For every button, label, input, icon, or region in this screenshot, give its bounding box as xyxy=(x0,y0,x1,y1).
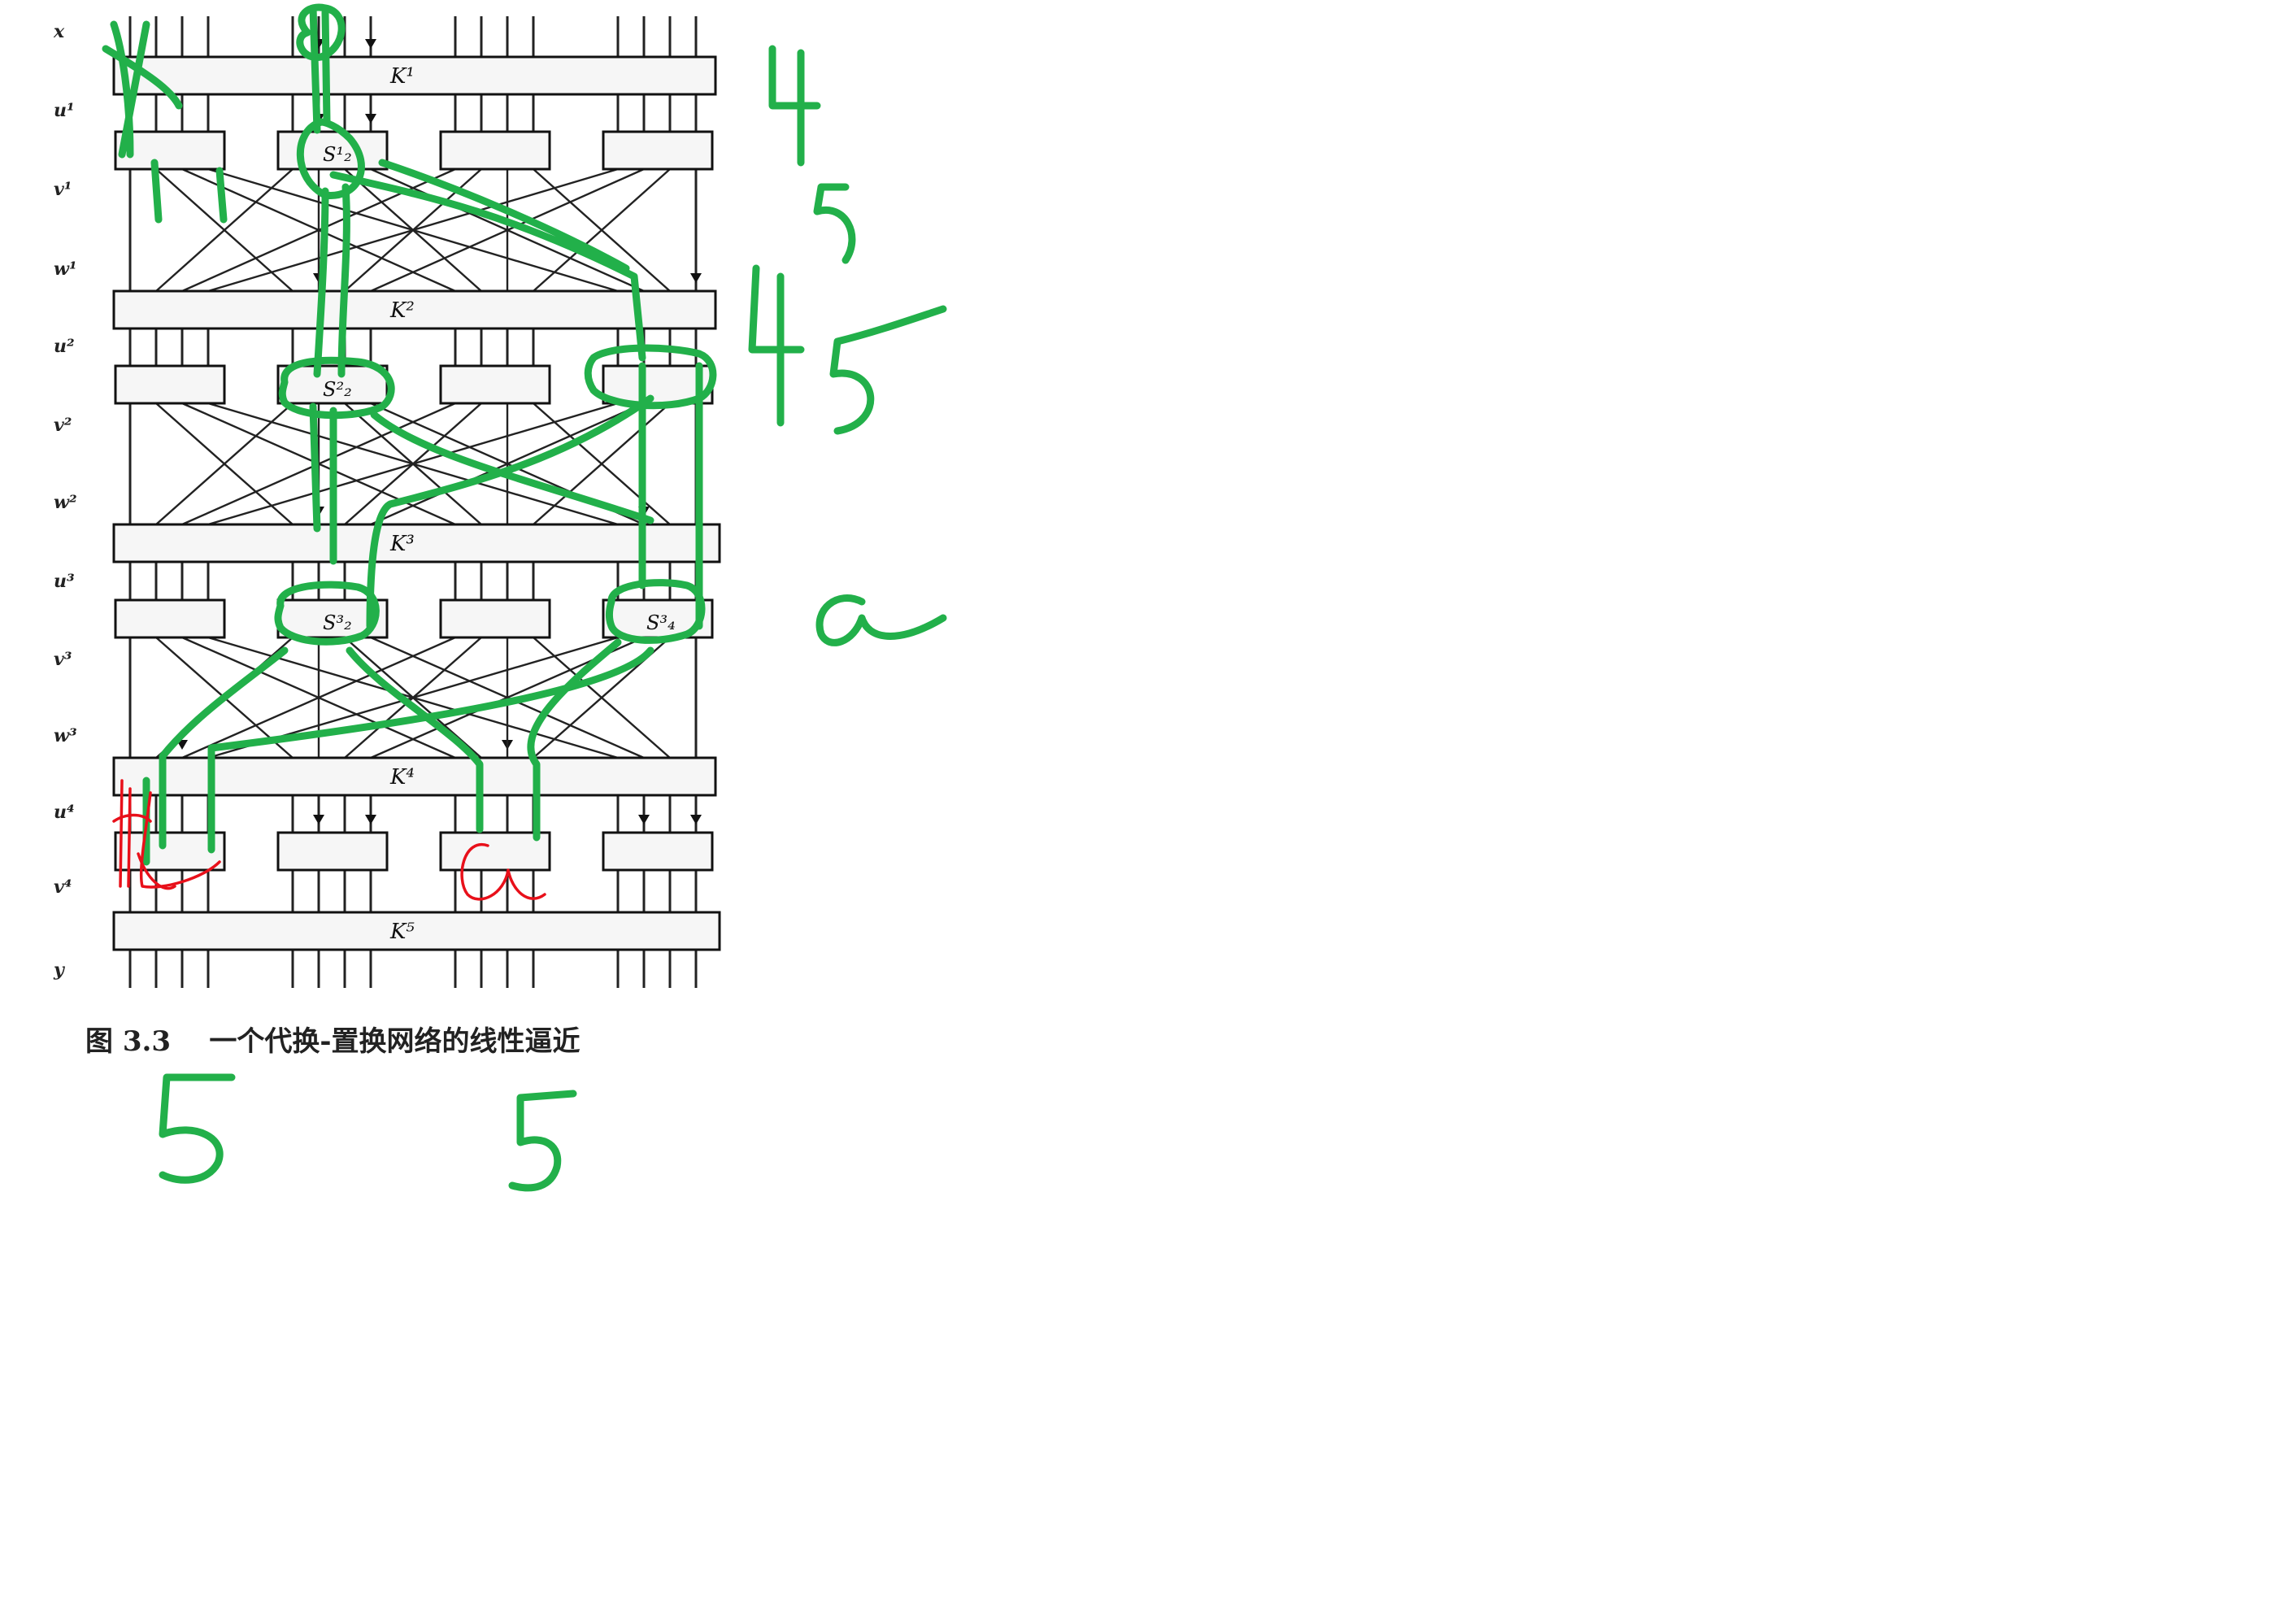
green-trail-annotations xyxy=(106,7,943,1188)
key-label-3: K³ xyxy=(389,532,415,556)
sbox-1-3 xyxy=(441,132,550,169)
sbox-4-2 xyxy=(278,833,387,870)
green-digit-5-top xyxy=(817,187,852,260)
arrow-5-2 xyxy=(638,815,650,824)
row-label-y: y xyxy=(53,959,66,981)
key-box-4 xyxy=(114,758,715,795)
sbox-2-3 xyxy=(441,366,550,403)
figure-caption: 图 3.3 一个代换-置换网络的线性逼近 xyxy=(85,1025,580,1058)
green-trail-round3 xyxy=(146,642,650,862)
green-digit-4-top xyxy=(772,49,817,163)
row-label-u4: u⁴ xyxy=(54,802,75,823)
green-digit-5-bottom-left xyxy=(163,1077,232,1180)
key-label-2: K² xyxy=(389,298,415,323)
sbox-3-1 xyxy=(115,600,224,637)
arrow-2-1 xyxy=(690,273,702,283)
green-digit-5-bottom-mid xyxy=(512,1094,573,1188)
row-label-w1: w¹ xyxy=(54,259,77,280)
row-label-v1: v¹ xyxy=(54,179,72,200)
sbox-label-s22: S²₂ xyxy=(323,378,352,401)
key-box-3 xyxy=(114,524,720,562)
sbox-label-s32: S³₂ xyxy=(323,611,352,634)
green-letter-a xyxy=(820,598,943,643)
row-label-w2: w² xyxy=(54,492,77,513)
row-labels: x u¹ v¹ w¹ u² v² w² u³ v³ w³ u⁴ v⁴ y xyxy=(53,21,77,981)
arrow-0-1 xyxy=(365,39,376,49)
arrow-5-1 xyxy=(365,815,376,824)
key-label-1: K¹ xyxy=(389,64,415,89)
sbox-label-s12: S¹₂ xyxy=(323,143,352,166)
key-box-2 xyxy=(114,291,715,328)
sbox-2-1 xyxy=(115,366,224,403)
row-label-x: x xyxy=(53,21,65,42)
key-box-1 xyxy=(114,57,715,94)
row-label-w3: w³ xyxy=(54,725,77,746)
arrow-5-3 xyxy=(690,815,702,824)
green-trail-round1-left xyxy=(106,24,224,220)
green-digits-45 xyxy=(752,268,943,431)
row-label-u3: u³ xyxy=(54,571,75,592)
sbox-1-4 xyxy=(603,132,712,169)
key-label-5: K⁵ xyxy=(389,920,415,944)
sbox-4-4 xyxy=(603,833,712,870)
key-box-5 xyxy=(114,912,720,950)
arrow-1-1 xyxy=(365,114,376,124)
row-label-u2: u² xyxy=(54,336,75,357)
row-label-v3: v³ xyxy=(54,649,72,670)
row-label-u1: u¹ xyxy=(54,100,75,121)
arrow-5-0 xyxy=(313,815,324,824)
row-label-v4: v⁴ xyxy=(54,877,72,898)
sbox-3-3 xyxy=(441,600,550,637)
key-label-4: K⁴ xyxy=(389,765,415,790)
row-label-v2: v² xyxy=(54,415,72,436)
sbox-label-s34: S³₄ xyxy=(646,611,676,634)
